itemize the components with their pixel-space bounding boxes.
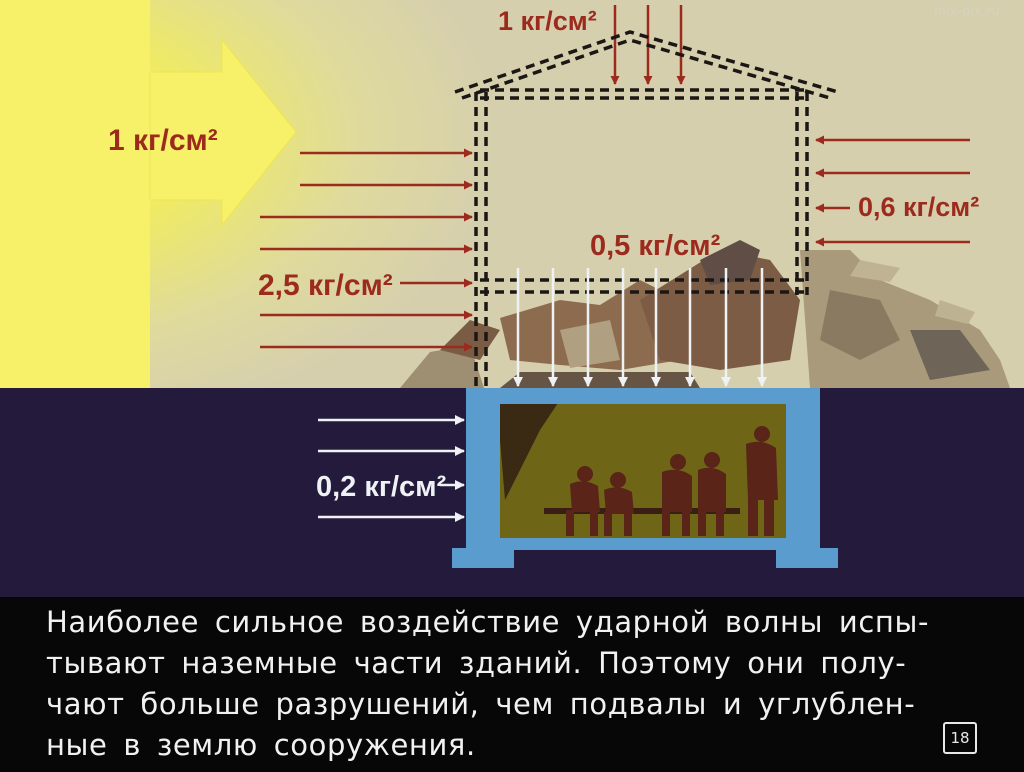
caption-line: чают больше разрушений, чем подвалы и уг… [46, 687, 916, 721]
underground-pressure-label: 0,2 кг/см² [316, 471, 447, 503]
caption-line: ные в землю сооружения. [46, 728, 476, 762]
people-sheltering [544, 426, 778, 536]
front-wall-pressure-arrows [260, 148, 473, 352]
caption-line: Наиболее сильное воздействие ударной вол… [46, 605, 930, 639]
basement-shelter [452, 388, 838, 568]
frame-number: 18 [943, 722, 977, 754]
shock-wave-arrow [149, 38, 297, 227]
front-wall-pressure-label: 2,5 кг/см² [258, 269, 393, 302]
caption-panel: Наиболее сильное воздействие ударной вол… [0, 597, 1024, 772]
rear-wall-pressure-label: 0,6 кг/см² [858, 192, 979, 222]
blast-pressure-diagram: 1 кг/см² 1 кг/см² [0, 0, 1024, 600]
wave-pressure-label: 1 кг/см² [108, 124, 218, 157]
caption-line: тывают наземные части зданий. Поэтому он… [46, 646, 907, 680]
blast-front-band [0, 0, 150, 390]
floor-pressure-arrows [513, 268, 767, 387]
underground-pressure-arrows [318, 415, 465, 522]
house-outline [454, 30, 839, 390]
floor-pressure-label: 0,5 кг/см² [590, 230, 721, 262]
watermark: mix-pix.ru [934, 4, 1000, 18]
rear-wall-pressure-arrows [815, 135, 970, 247]
roof-pressure-label: 1 кг/см² [498, 6, 597, 36]
